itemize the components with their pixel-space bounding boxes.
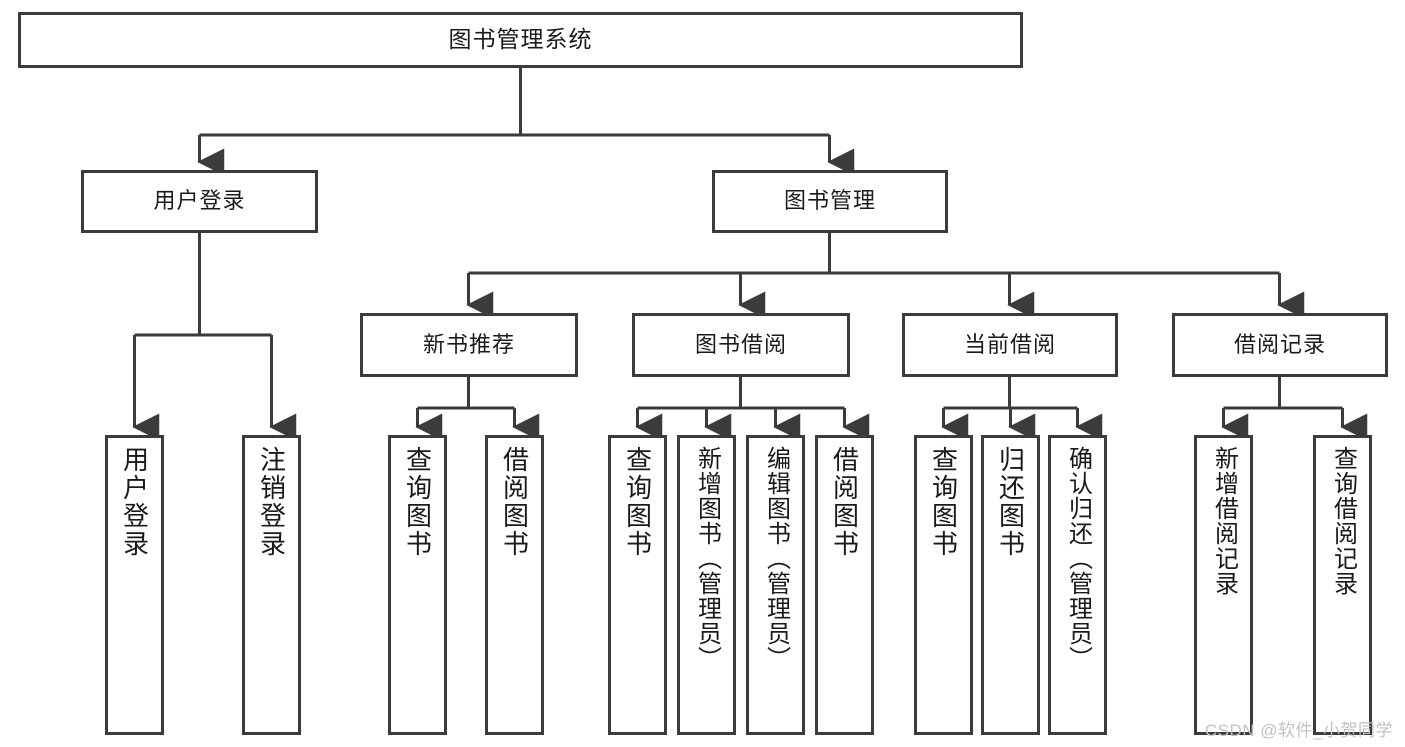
leaf-user-login-login[interactable]: 用户登录 — [105, 435, 164, 735]
node-book-borrow[interactable]: 图书借阅 — [632, 313, 850, 377]
node-label: 图书管理 — [783, 188, 876, 214]
node-book-management[interactable]: 图书管理 — [712, 170, 948, 233]
leaf-label: 编辑图书（管理员） — [762, 446, 790, 671]
leaf-record-add-record[interactable]: 新增借阅记录 — [1194, 435, 1253, 735]
node-label: 图书借阅 — [694, 331, 787, 357]
node-label: 当前借阅 — [963, 331, 1056, 357]
leaf-user-login-logout[interactable]: 注销登录 — [242, 435, 301, 735]
leaf-label: 查询图书 — [402, 446, 433, 558]
leaf-record-query-record[interactable]: 查询借阅记录 — [1313, 435, 1372, 735]
leaf-label: 用户登录 — [119, 446, 150, 558]
leaf-recommend-query-book[interactable]: 查询图书 — [388, 435, 447, 735]
leaf-current-confirm-return[interactable]: 确认归还（管理员） — [1048, 435, 1107, 735]
node-label: 借阅记录 — [1233, 331, 1326, 357]
node-borrow-record[interactable]: 借阅记录 — [1172, 313, 1388, 377]
leaf-label: 查询图书 — [928, 446, 959, 558]
leaf-label: 新增借阅记录 — [1210, 446, 1238, 596]
leaf-current-query-book[interactable]: 查询图书 — [914, 435, 973, 735]
node-label: 图书管理系统 — [448, 26, 593, 53]
node-root-system[interactable]: 图书管理系统 — [18, 12, 1023, 68]
leaf-borrow-query-book[interactable]: 查询图书 — [608, 435, 667, 735]
leaf-borrow-edit-book[interactable]: 编辑图书（管理员） — [746, 435, 805, 735]
node-new-book-recommend[interactable]: 新书推荐 — [360, 313, 578, 377]
node-label: 新书推荐 — [422, 331, 515, 357]
leaf-recommend-borrow-book[interactable]: 借阅图书 — [485, 435, 544, 735]
leaf-label: 归还图书 — [995, 446, 1026, 558]
leaf-label: 查询借阅记录 — [1329, 446, 1357, 596]
leaf-borrow-add-book[interactable]: 新增图书（管理员） — [677, 435, 736, 735]
leaf-label: 借阅图书 — [499, 446, 530, 558]
watermark-text: CSDN @软件_小贺同学 — [1204, 721, 1393, 740]
leaf-label: 注销登录 — [256, 446, 287, 558]
node-user-login[interactable]: 用户登录 — [81, 170, 318, 233]
leaf-borrow-borrow-book[interactable]: 借阅图书 — [815, 435, 874, 735]
leaf-current-return-book[interactable]: 归还图书 — [981, 435, 1040, 735]
leaf-label: 借阅图书 — [829, 446, 860, 558]
node-label: 用户登录 — [153, 188, 246, 214]
leaf-label: 查询图书 — [622, 446, 653, 558]
leaf-label: 确认归还（管理员） — [1064, 446, 1092, 671]
leaf-label: 新增图书（管理员） — [693, 446, 721, 671]
node-current-borrow[interactable]: 当前借阅 — [902, 313, 1118, 377]
